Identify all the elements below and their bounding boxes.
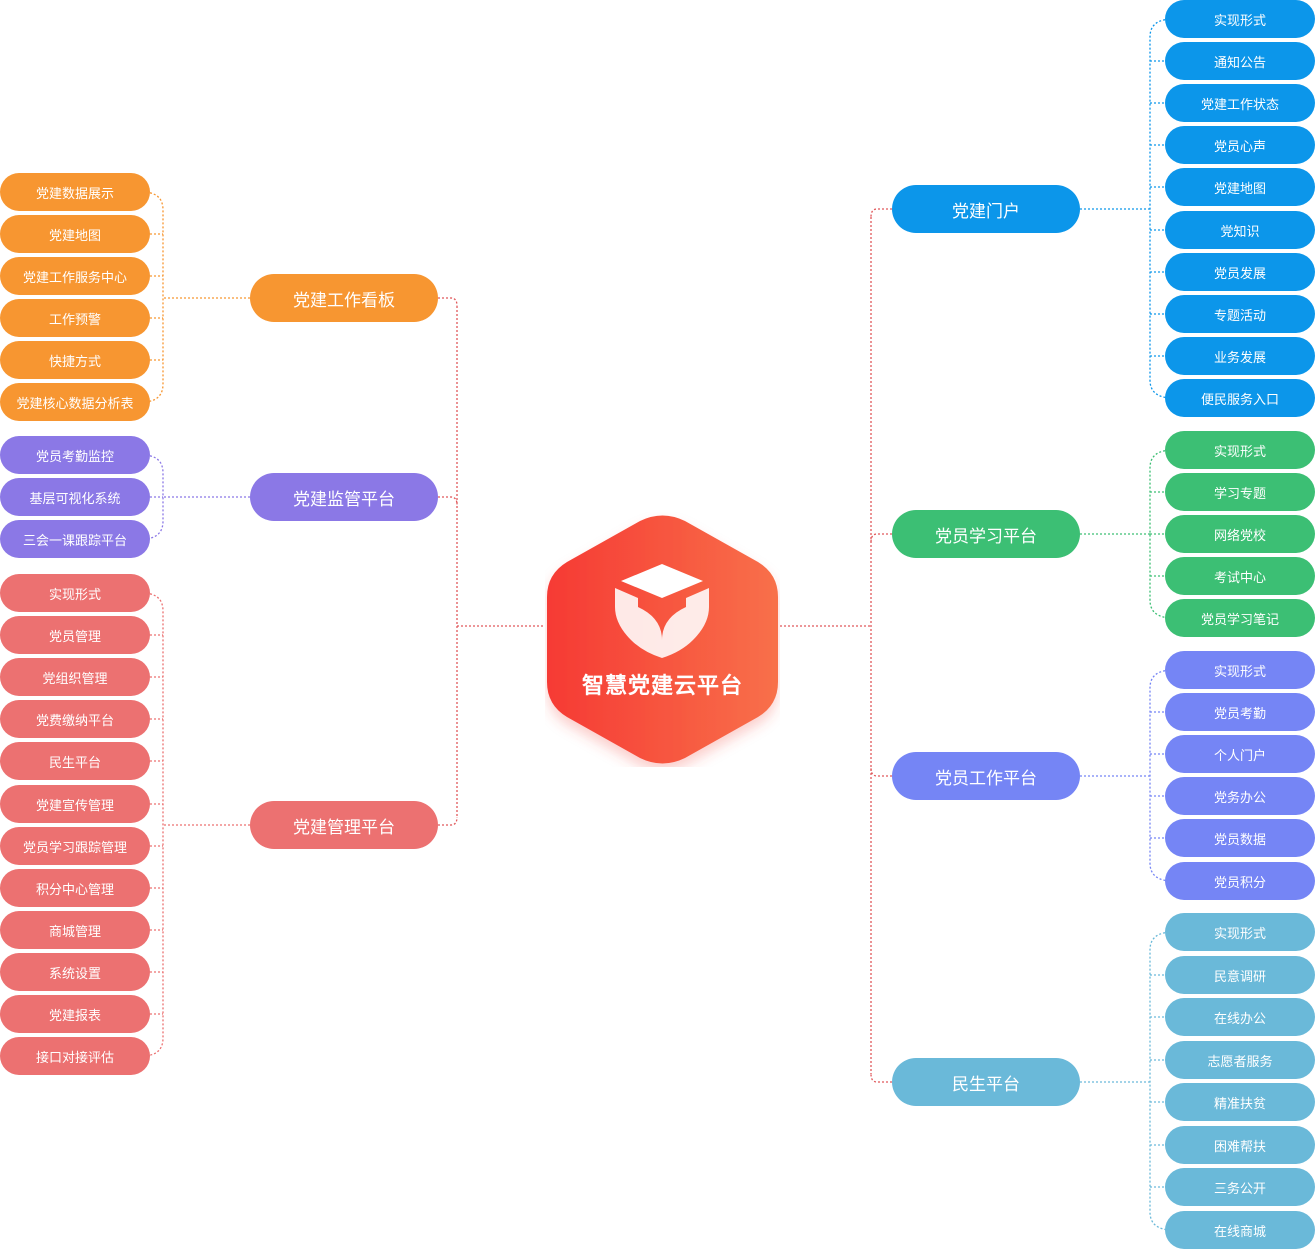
leaf-gongzuo-4[interactable]: 党员数据 bbox=[1165, 819, 1315, 857]
leaf-kanban-5[interactable]: 党建核心数据分析表 bbox=[0, 383, 150, 421]
leaf-minsheng-1[interactable]: 民意调研 bbox=[1165, 956, 1315, 994]
leaf-menhu-3[interactable]: 党员心声 bbox=[1165, 126, 1315, 164]
center-title: 智慧党建云平台 bbox=[581, 674, 743, 699]
leaf-guanli-6[interactable]: 党员学习跟踪管理 bbox=[0, 827, 150, 865]
leaf-menhu-4[interactable]: 党建地图 bbox=[1165, 168, 1315, 206]
link-minsheng-trunk bbox=[870, 1073, 892, 1083]
leaf-guanli-5[interactable]: 党建宣传管理 bbox=[0, 785, 150, 823]
leaf-menhu-0[interactable]: 实现形式 bbox=[1165, 0, 1315, 38]
link-xuexi-trunk bbox=[870, 533, 892, 543]
leaf-menhu-2[interactable]: 党建工作状态 bbox=[1165, 84, 1315, 122]
leaf-guanli-1[interactable]: 党员管理 bbox=[0, 616, 150, 654]
leaf-guanli-7[interactable]: 积分中心管理 bbox=[0, 869, 150, 907]
leaf-xuexi-1[interactable]: 学习专题 bbox=[1165, 473, 1315, 511]
link-minsheng-spine bbox=[1149, 931, 1174, 1231]
branch-guanli[interactable]: 党建管理平台 bbox=[250, 801, 438, 849]
link-gongzuo-trunk bbox=[870, 767, 892, 777]
leaf-kanban-3[interactable]: 工作预警 bbox=[0, 299, 150, 337]
link-jianguan-trunk bbox=[438, 496, 458, 506]
leaf-guanli-2[interactable]: 党组织管理 bbox=[0, 658, 150, 696]
leaf-kanban-0[interactable]: 党建数据展示 bbox=[0, 173, 150, 211]
branch-menhu[interactable]: 党建门户 bbox=[892, 185, 1080, 233]
leaf-jianguan-0[interactable]: 党员考勤监控 bbox=[0, 436, 150, 474]
leaf-minsheng-5[interactable]: 困难帮扶 bbox=[1165, 1126, 1315, 1164]
leaf-kanban-2[interactable]: 党建工作服务中心 bbox=[0, 257, 150, 295]
leaf-minsheng-3[interactable]: 志愿者服务 bbox=[1165, 1041, 1315, 1079]
leaf-minsheng-7[interactable]: 在线商城 bbox=[1165, 1211, 1315, 1249]
leaf-xuexi-2[interactable]: 网络党校 bbox=[1165, 515, 1315, 553]
leaf-xuexi-4[interactable]: 党员学习笔记 bbox=[1165, 599, 1315, 637]
branch-xuexi[interactable]: 党员学习平台 bbox=[892, 510, 1080, 558]
link-guanli-trunk bbox=[438, 816, 458, 826]
leaf-guanli-11[interactable]: 接口对接评估 bbox=[0, 1037, 150, 1075]
branch-kanban[interactable]: 党建工作看板 bbox=[250, 274, 438, 322]
leaf-xuexi-0[interactable]: 实现形式 bbox=[1165, 431, 1315, 469]
leaf-xuexi-3[interactable]: 考试中心 bbox=[1165, 557, 1315, 595]
leaf-guanli-3[interactable]: 党费缴纳平台 bbox=[0, 700, 150, 738]
leaf-gongzuo-3[interactable]: 党务办公 bbox=[1165, 777, 1315, 815]
leaf-guanli-9[interactable]: 系统设置 bbox=[0, 953, 150, 991]
leaf-gongzuo-0[interactable]: 实现形式 bbox=[1165, 651, 1315, 689]
leaf-kanban-1[interactable]: 党建地图 bbox=[0, 215, 150, 253]
leaf-menhu-8[interactable]: 业务发展 bbox=[1165, 337, 1315, 375]
leaf-gongzuo-5[interactable]: 党员积分 bbox=[1165, 862, 1315, 900]
cube-icon bbox=[615, 564, 709, 658]
branch-jianguan[interactable]: 党建监管平台 bbox=[250, 473, 438, 521]
branch-minsheng[interactable]: 民生平台 bbox=[892, 1058, 1080, 1106]
leaf-gongzuo-2[interactable]: 个人门户 bbox=[1165, 735, 1315, 773]
link-kanban-spine bbox=[141, 191, 164, 403]
leaf-minsheng-0[interactable]: 实现形式 bbox=[1165, 913, 1315, 951]
center-hexagon: 智慧党建云平台 bbox=[545, 512, 780, 767]
leaf-guanli-8[interactable]: 商城管理 bbox=[0, 911, 150, 949]
leaf-kanban-4[interactable]: 快捷方式 bbox=[0, 341, 150, 379]
leaf-menhu-7[interactable]: 专题活动 bbox=[1165, 295, 1315, 333]
leaf-menhu-5[interactable]: 党知识 bbox=[1165, 211, 1315, 249]
leaf-guanli-4[interactable]: 民生平台 bbox=[0, 742, 150, 780]
leaf-minsheng-2[interactable]: 在线办公 bbox=[1165, 998, 1315, 1036]
link-gongzuo-spine bbox=[1149, 669, 1174, 882]
link-guanli-spine bbox=[141, 592, 164, 1057]
link-menhu-spine bbox=[1149, 18, 1174, 399]
leaf-minsheng-4[interactable]: 精准扶贫 bbox=[1165, 1083, 1315, 1121]
link-kanban-trunk bbox=[438, 297, 458, 307]
leaf-guanli-10[interactable]: 党建报表 bbox=[0, 995, 150, 1033]
leaf-guanli-0[interactable]: 实现形式 bbox=[0, 574, 150, 612]
leaf-jianguan-2[interactable]: 三会一课跟踪平台 bbox=[0, 520, 150, 558]
leaf-jianguan-1[interactable]: 基层可视化系统 bbox=[0, 478, 150, 516]
link-menhu-trunk bbox=[870, 208, 892, 218]
leaf-menhu-1[interactable]: 通知公告 bbox=[1165, 42, 1315, 80]
link-xuexi-spine bbox=[1149, 449, 1174, 619]
branch-gongzuo[interactable]: 党员工作平台 bbox=[892, 752, 1080, 800]
leaf-gongzuo-1[interactable]: 党员考勤 bbox=[1165, 693, 1315, 731]
leaf-minsheng-6[interactable]: 三务公开 bbox=[1165, 1168, 1315, 1206]
leaf-menhu-6[interactable]: 党员发展 bbox=[1165, 253, 1315, 291]
leaf-menhu-9[interactable]: 便民服务入口 bbox=[1165, 379, 1315, 417]
